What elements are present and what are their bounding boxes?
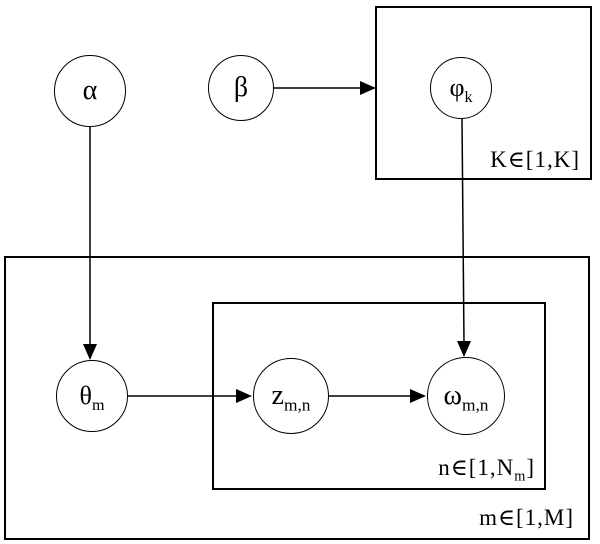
- node-theta-sub: m: [91, 397, 105, 415]
- node-phi-sub: k: [464, 89, 473, 107]
- plate-N-label: n∈[1,Nm]: [438, 454, 535, 484]
- node-theta-main: θ: [79, 381, 92, 410]
- plate-K: K∈[1,K]: [375, 6, 592, 180]
- plate-M-label-text: m∈[1,M]: [479, 504, 574, 530]
- arrowhead-theta-z-icon: [236, 389, 252, 403]
- arrowhead-alpha-theta-icon: [83, 344, 97, 360]
- node-omega: ωm,n: [427, 357, 505, 435]
- plate-N-label-sub: m: [514, 468, 527, 485]
- node-z-sub: m,n: [283, 395, 311, 415]
- node-z-main: z: [271, 380, 284, 411]
- arrowhead-z-omega-icon: [410, 389, 426, 403]
- node-alpha-label: α: [83, 77, 98, 105]
- node-beta-main: β: [233, 72, 249, 103]
- plate-N-label-text: n∈[1,N: [438, 454, 515, 480]
- node-phi-main: φ: [449, 73, 465, 102]
- arrowhead-beta-phi-icon: [360, 81, 376, 95]
- node-z: zm,n: [253, 358, 329, 434]
- node-phi-label: φk: [449, 73, 472, 106]
- edge-phi-omega: [461, 118, 465, 344]
- node-z-label: zm,n: [271, 380, 311, 414]
- node-phi: φk: [430, 57, 492, 119]
- plate-N-label-post: ]: [526, 454, 535, 480]
- node-theta: θm: [56, 360, 128, 432]
- plate-N: n∈[1,Nm]: [212, 302, 546, 490]
- plate-M: m∈[1,M]: [4, 256, 590, 540]
- plate-M-label: m∈[1,M]: [479, 505, 574, 530]
- node-omega-main: ω: [443, 380, 462, 411]
- node-omega-sub: m,n: [461, 395, 489, 415]
- node-theta-label: θm: [79, 381, 105, 414]
- plate-K-label-text: K∈[1,K]: [490, 146, 580, 172]
- node-beta: β: [208, 55, 274, 121]
- arrowhead-phi-omega-icon: [457, 341, 471, 357]
- node-alpha-main: α: [82, 75, 98, 106]
- node-alpha: α: [54, 55, 126, 127]
- node-beta-label: β: [234, 74, 248, 102]
- node-omega-label: ωm,n: [443, 380, 489, 414]
- plate-K-label: K∈[1,K]: [490, 147, 580, 172]
